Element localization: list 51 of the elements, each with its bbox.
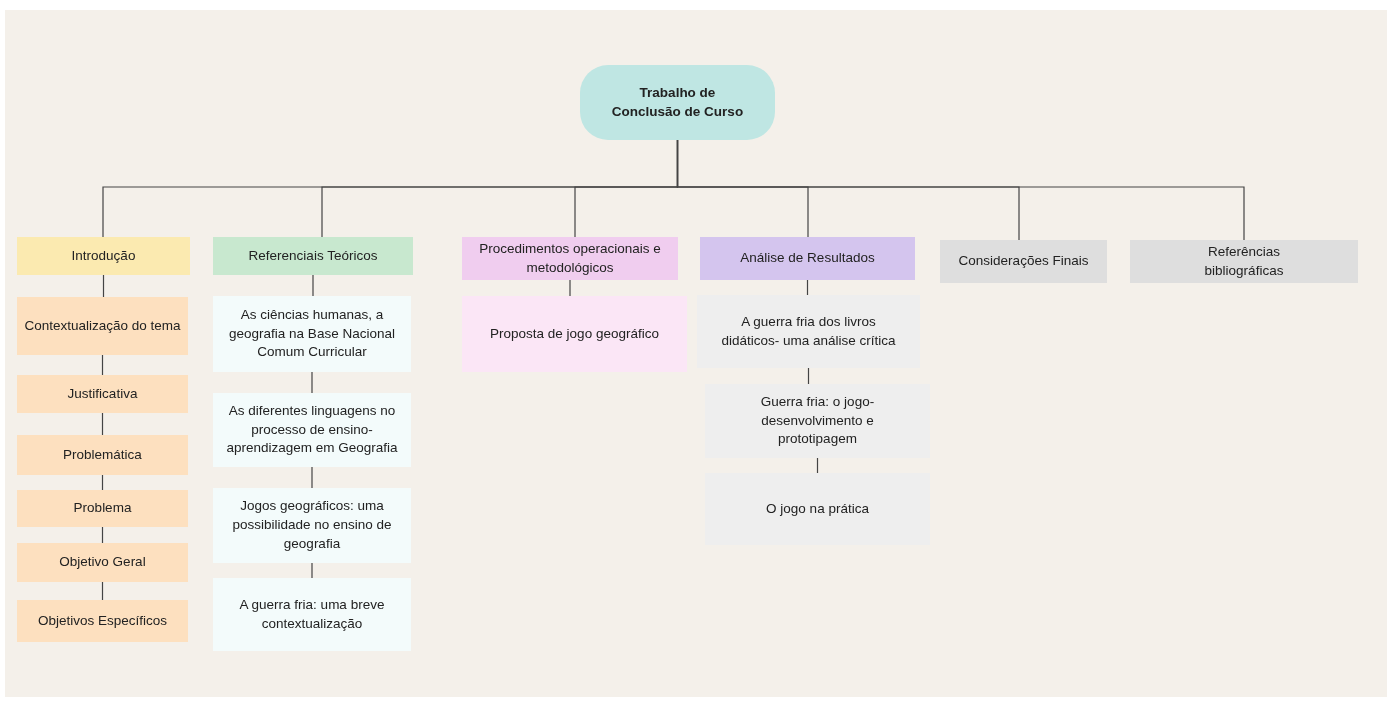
subtopic-box [213,393,411,467]
node-label: Objetivo Geral [59,553,146,572]
root-node [580,65,775,140]
subtopic-box [17,600,188,642]
node-label: Introdução [71,246,136,265]
connector-line [676,139,1245,241]
connector-line [311,371,313,394]
connector-line [312,274,314,297]
subtopic-box [213,296,411,372]
connector-line [101,354,104,376]
subtopic-box [17,375,188,413]
node-label: Guerra fria: o jogo- desenvolvimento e prototipagem [759,392,876,449]
subtopic-box [17,543,188,582]
node-label: Considerações Finais [958,252,1089,271]
node-label: Trabalho de Conclusão de Curso [610,83,745,121]
topic-box [940,240,1107,283]
node-label: O jogo na prática [766,499,869,518]
connector-line [102,274,105,298]
topic-box [462,237,678,280]
node-label: Objetivos Específicos [37,611,168,630]
node-label: Problemática [63,445,142,464]
topic-box [1130,240,1358,283]
subtopic-box [213,488,411,563]
node-label: Análise de Resultados [740,249,875,268]
connector-line [569,279,571,297]
connector-line [311,562,313,579]
subtopic-box [17,435,188,475]
node-label: As ciências humanas, a geografia na Base Nacional Comum Curricular [228,305,396,362]
node-label: Justificativa [67,384,138,403]
subtopic-box [213,578,411,651]
connector-line [101,412,104,436]
node-label: A guerra fria dos livros didáticos- uma análise crítica [720,312,897,350]
connector-line [311,466,313,489]
node-label: A guerra fria: uma breve contextualização [238,595,386,633]
topic-box [17,237,190,275]
node-label: Proposta de jogo geográfico [490,324,659,343]
node-label: Procedimentos operacionais e metodológicos [478,239,662,277]
node-label: Referenciais Teóricos [248,246,378,265]
subtopic-box [705,384,930,458]
node-label: As diferentes linguagens no processo de ensino-aprendizagem em Geografia [225,401,399,458]
subtopic-box [17,490,188,527]
subtopic-box [462,296,687,372]
subtopic-box [17,297,188,355]
node-label: Problema [73,499,132,518]
topic-box [213,237,413,275]
topic-box [700,237,915,280]
subtopic-box [697,295,920,368]
node-label: Contextualização do tema [24,316,181,335]
subtopic-box [705,473,930,545]
node-label: Referências bibliográficas [1203,242,1285,280]
node-label: Jogos geográficos: uma possibilidade no ensino de geografia [231,497,393,553]
